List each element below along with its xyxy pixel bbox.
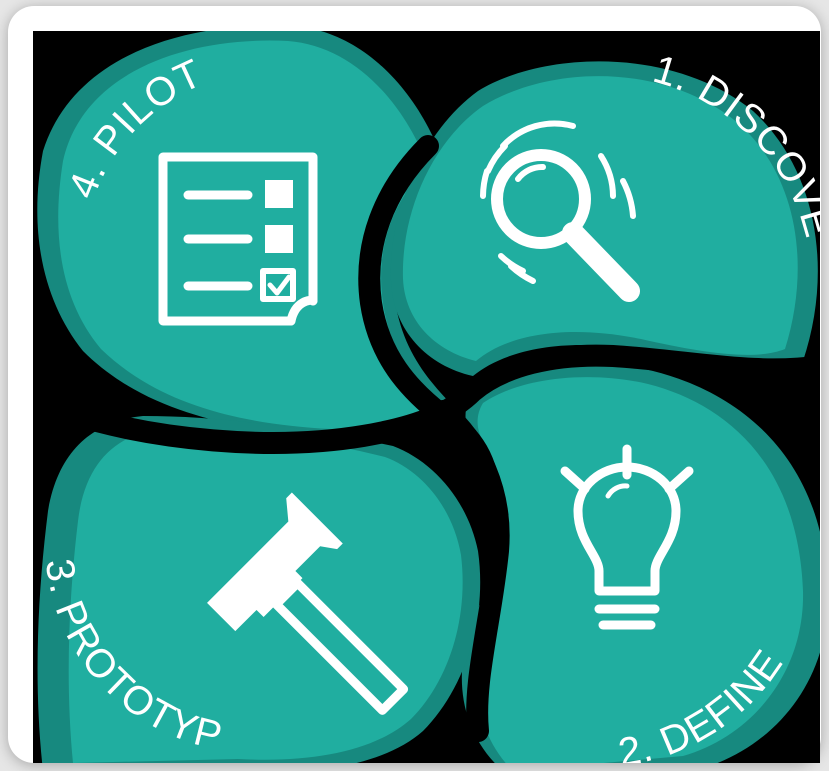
petal-define bbox=[461, 362, 820, 763]
divider-curve-lower bbox=[432, 400, 510, 742]
petal-define-body bbox=[477, 377, 804, 763]
lightbulb-icon bbox=[560, 444, 694, 630]
four-step-cycle-diagram: 4. PILOT 1. DISCOVER 2. DEFINE 3. PROTOT… bbox=[33, 31, 820, 763]
diagram-canvas: 4. PILOT 1. DISCOVER 2. DEFINE 3. PROTOT… bbox=[33, 31, 820, 763]
checklist-icon bbox=[158, 152, 318, 326]
image-frame: 4. PILOT 1. DISCOVER 2. DEFINE 3. PROTOT… bbox=[8, 6, 821, 763]
divider-curve-horizontal bbox=[52, 344, 820, 454]
hammer-icon bbox=[207, 492, 409, 715]
magnifying-glass-icon bbox=[480, 120, 640, 302]
